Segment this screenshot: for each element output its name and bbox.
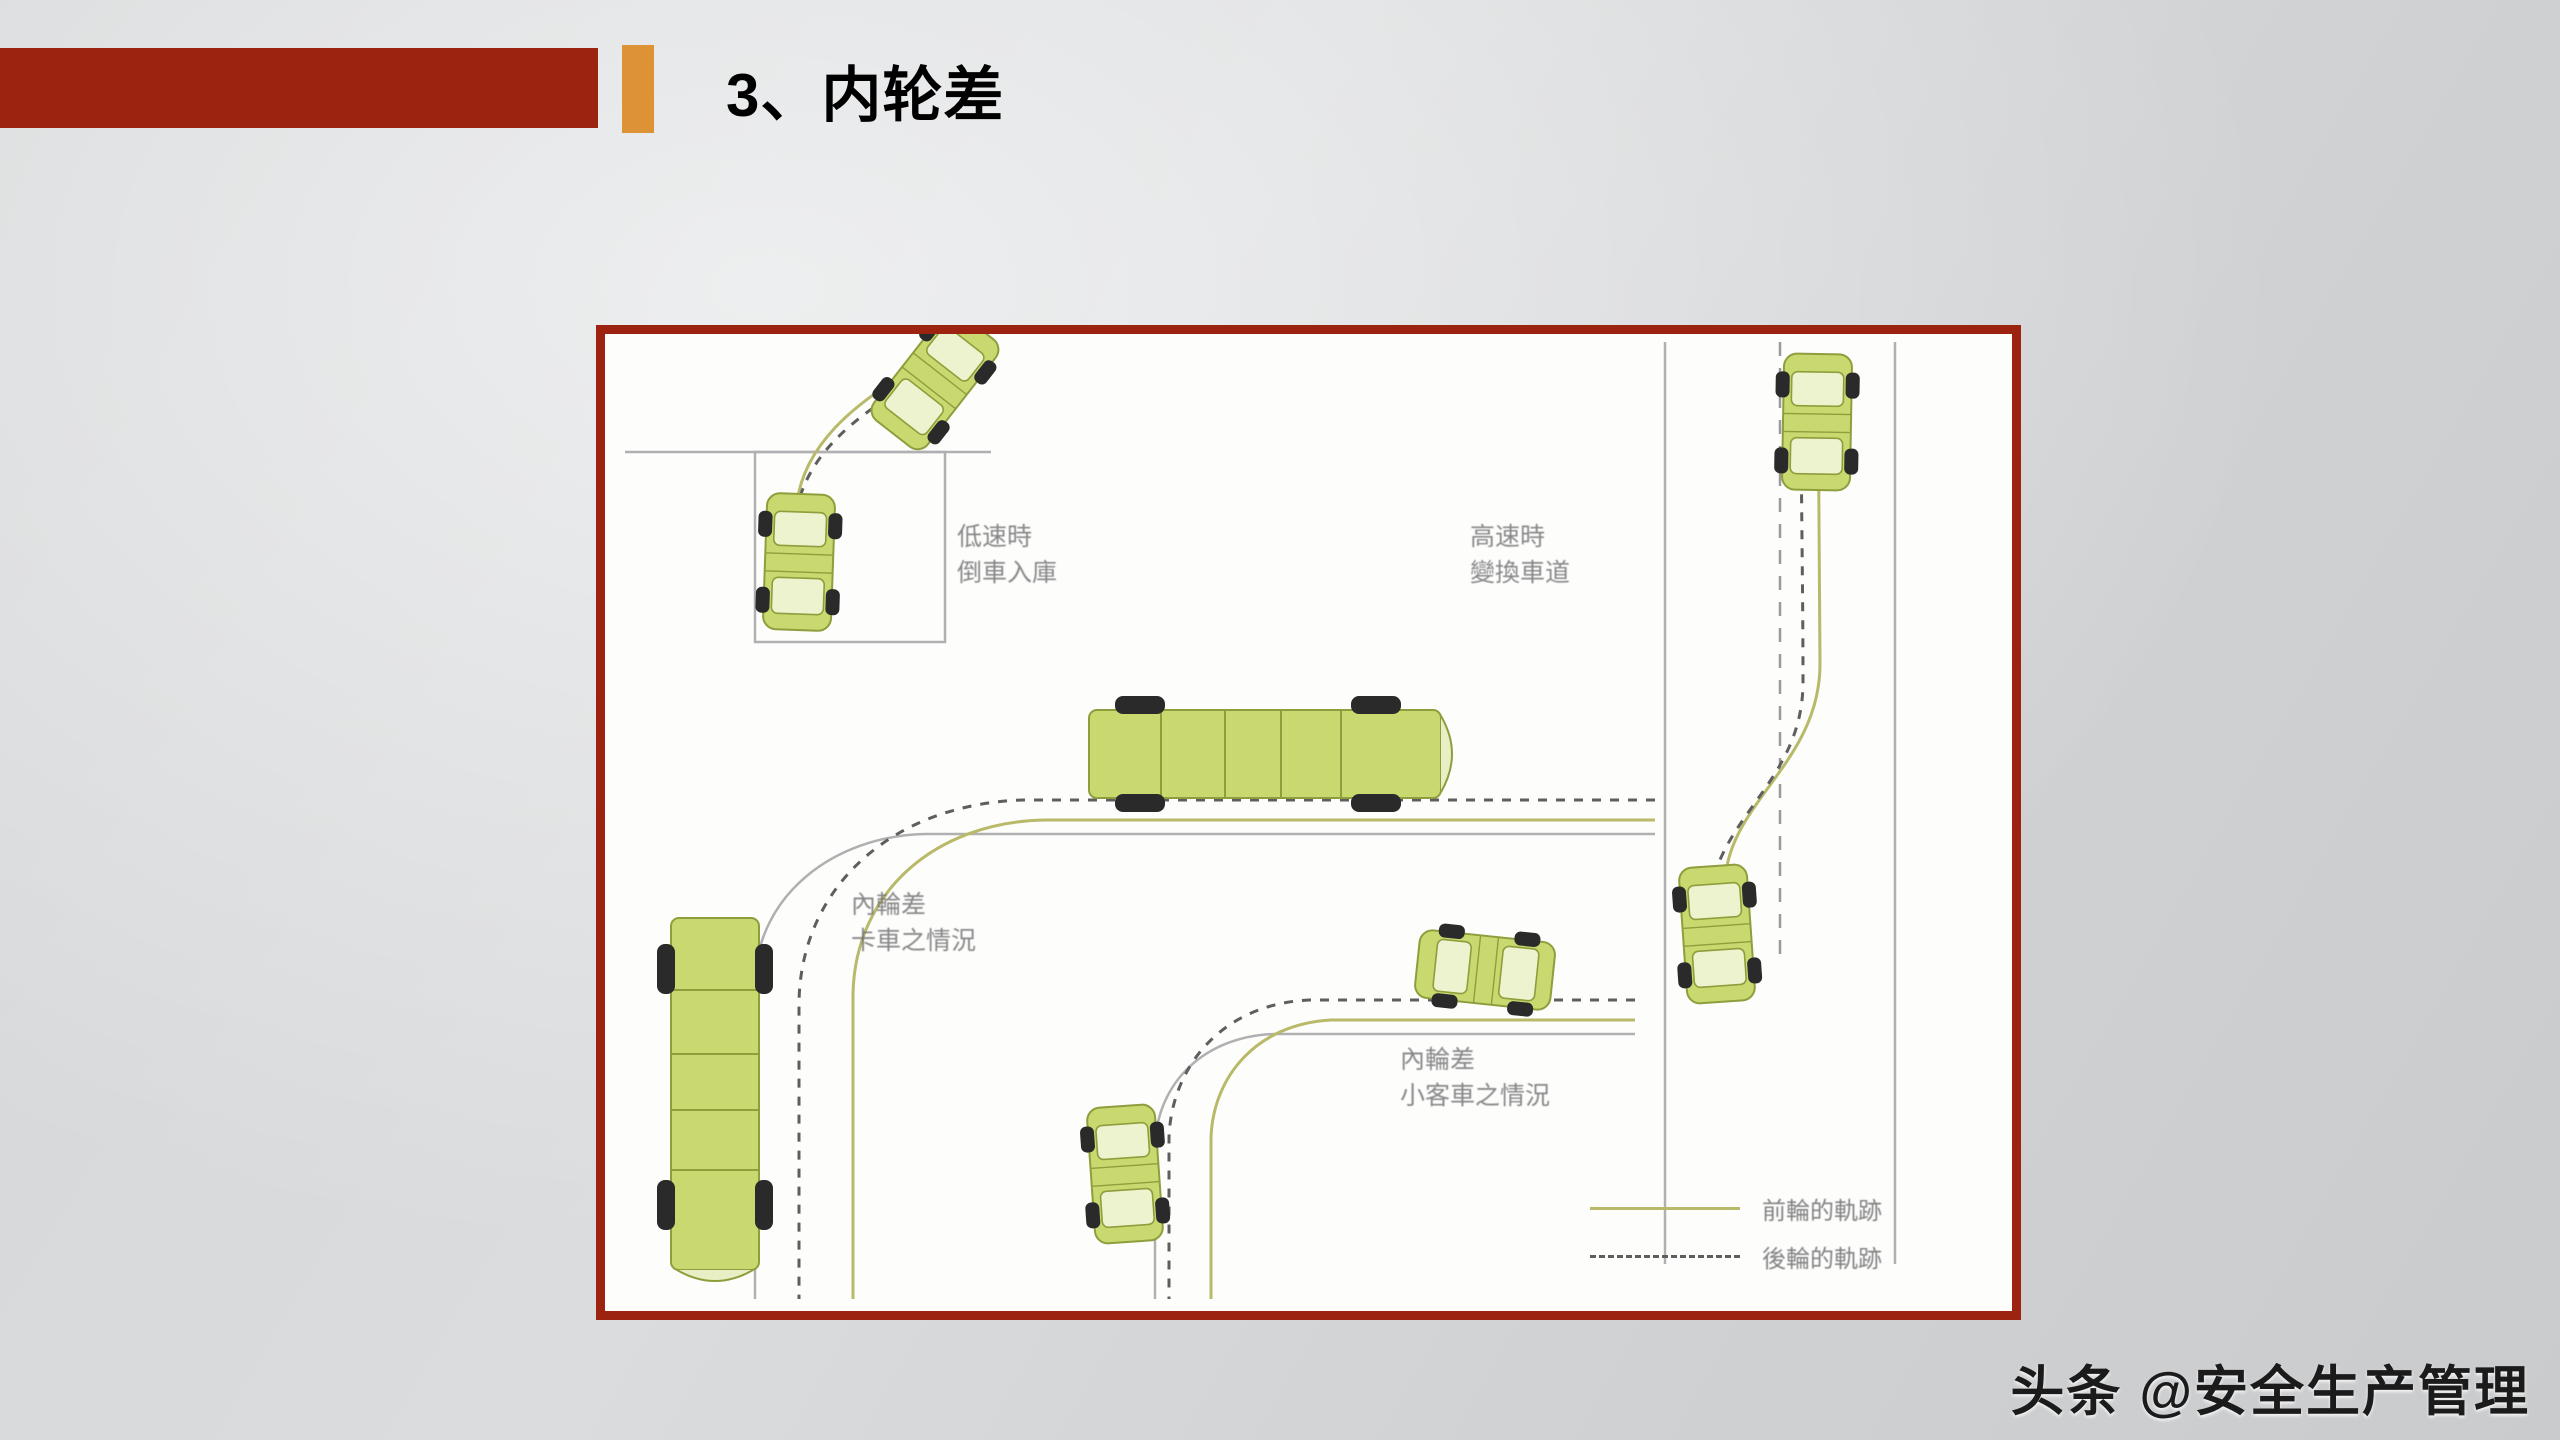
inner-wheel-difference-illustration (625, 334, 1897, 1299)
legend-item-rear-wheel: 後輪的軌跡 (1590, 1232, 1990, 1280)
label-truck-case: 內輪差 卡車之情況 (851, 890, 977, 955)
legend-label-front-wheel: 前輪的軌跡 (1762, 1196, 1882, 1225)
label-car-case: 內輪差 小客車之情況 (1400, 1045, 1551, 1110)
legend-item-front-wheel: 前輪的軌跡 (1590, 1184, 1990, 1232)
label-reverse-parking: 低速時 倒車入庫 (957, 522, 1058, 587)
header-red-bar (0, 48, 598, 128)
page-title: 3、内轮差 (726, 61, 1005, 129)
dashed-line-icon (1590, 1249, 1740, 1263)
label-lane-change: 高速時 變換車道 (1470, 522, 1571, 587)
diagram-canvas: 低速時 倒車入庫 高速時 變換車道 內輪差 卡車之情況 內輪差 小客車之情況 前… (605, 334, 2012, 1311)
solid-line-icon (1590, 1201, 1740, 1215)
legend-label-rear-wheel: 後輪的軌跡 (1762, 1244, 1882, 1273)
header-orange-accent (622, 45, 654, 133)
diagram-legend: 前輪的軌跡 後輪的軌跡 (1590, 1184, 1990, 1280)
diagram-frame: 低速時 倒車入庫 高速時 變換車道 內輪差 卡車之情況 內輪差 小客車之情況 前… (596, 325, 2021, 1320)
watermark: 头条 @安全生产管理 (2010, 1362, 2530, 1422)
